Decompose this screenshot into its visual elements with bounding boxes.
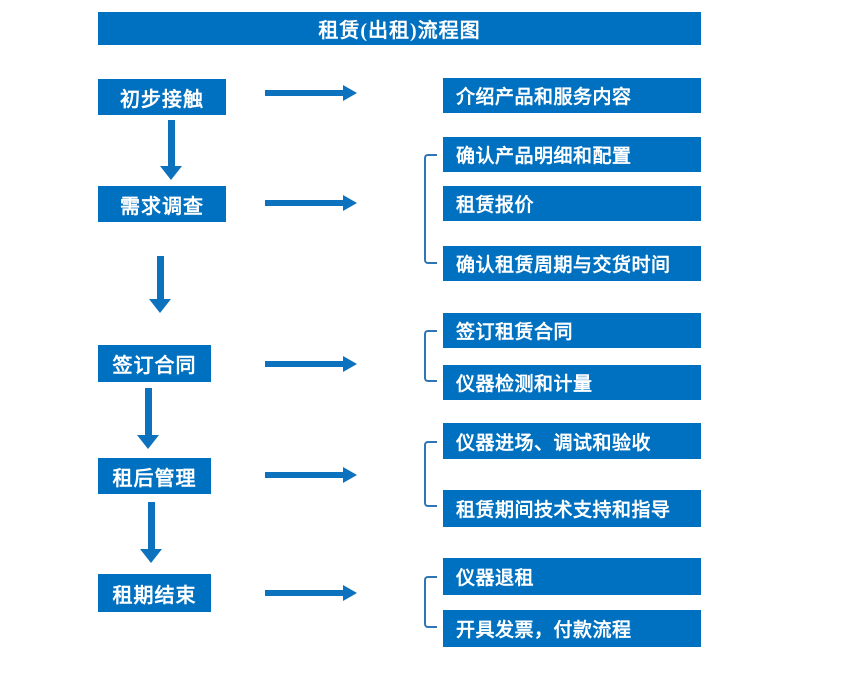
step-box-post-rental-management: 租后管理 (98, 458, 211, 494)
output-box: 介绍产品和服务内容 (443, 78, 701, 113)
output-box: 仪器检测和计量 (443, 365, 701, 400)
output-label: 确认租赁周期与交货时间 (456, 255, 671, 276)
arrow-right-icon (265, 85, 357, 101)
output-label: 租赁期间技术支持和指导 (456, 500, 671, 521)
arrow-right-icon (265, 585, 357, 601)
output-label: 签订租赁合同 (456, 322, 574, 343)
arrow-down-icon (149, 256, 171, 313)
arrow-down-icon (137, 388, 159, 449)
step-box-needs-survey: 需求调查 (98, 186, 226, 222)
step-box-sign-contract: 签订合同 (98, 345, 211, 382)
group-bracket (424, 576, 437, 628)
step-label: 租期结束 (112, 584, 197, 607)
output-label: 开具发票，付款流程 (456, 620, 632, 641)
arrow-right-icon (265, 467, 357, 483)
output-box: 租赁期间技术支持和指导 (443, 490, 701, 527)
flowchart-title-bar: 租赁(出租)流程图 (98, 12, 701, 45)
output-box: 确认产品明细和配置 (443, 137, 701, 172)
output-label: 仪器进场、调试和验收 (456, 432, 652, 454)
output-label: 租赁报价 (456, 195, 535, 216)
output-box: 租赁报价 (443, 186, 701, 221)
step-label: 初步接触 (120, 88, 204, 111)
output-box: 仪器退租 (443, 558, 701, 595)
group-bracket (424, 154, 437, 264)
output-box: 确认租赁周期与交货时间 (443, 246, 701, 281)
arrow-down-icon (140, 502, 162, 563)
group-bracket (424, 441, 437, 507)
step-label: 需求调查 (120, 195, 204, 218)
arrow-right-icon (265, 195, 357, 211)
output-label: 确认产品明细和配置 (456, 146, 632, 167)
step-label: 租后管理 (112, 467, 197, 490)
group-bracket (424, 330, 437, 382)
output-box: 签订租赁合同 (443, 313, 701, 348)
output-box: 开具发票，付款流程 (443, 610, 701, 647)
flowchart-title: 租赁(出租)流程图 (318, 20, 481, 42)
step-box-lease-end: 租期结束 (98, 574, 211, 612)
output-label: 介绍产品和服务内容 (456, 87, 632, 108)
arrow-right-icon (265, 356, 357, 372)
output-label: 仪器检测和计量 (456, 374, 593, 395)
output-label: 仪器退租 (456, 568, 535, 589)
step-box-initial-contact: 初步接触 (98, 79, 226, 115)
output-box: 仪器进场、调试和验收 (443, 423, 701, 459)
arrow-down-icon (160, 120, 182, 180)
step-label: 签订合同 (112, 355, 197, 377)
